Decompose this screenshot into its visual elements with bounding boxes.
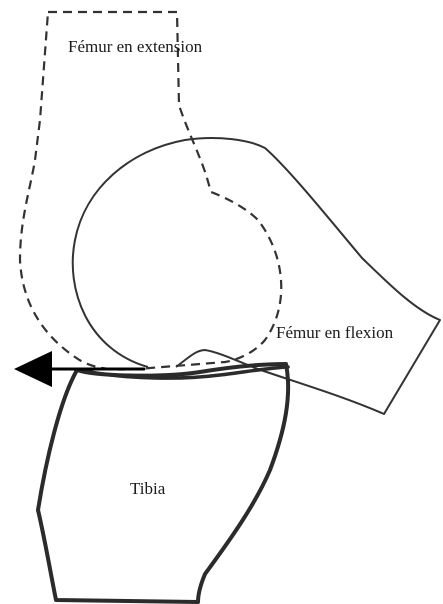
tibia-label: Tibia bbox=[130, 479, 166, 498]
femur-flexion-outline bbox=[73, 138, 440, 414]
femur-extension-outline bbox=[20, 12, 281, 370]
arrow-head-icon bbox=[14, 351, 52, 387]
femur-extension-label: Fémur en extension bbox=[68, 37, 203, 56]
femur-flexion-label: Fémur en flexion bbox=[276, 323, 394, 342]
